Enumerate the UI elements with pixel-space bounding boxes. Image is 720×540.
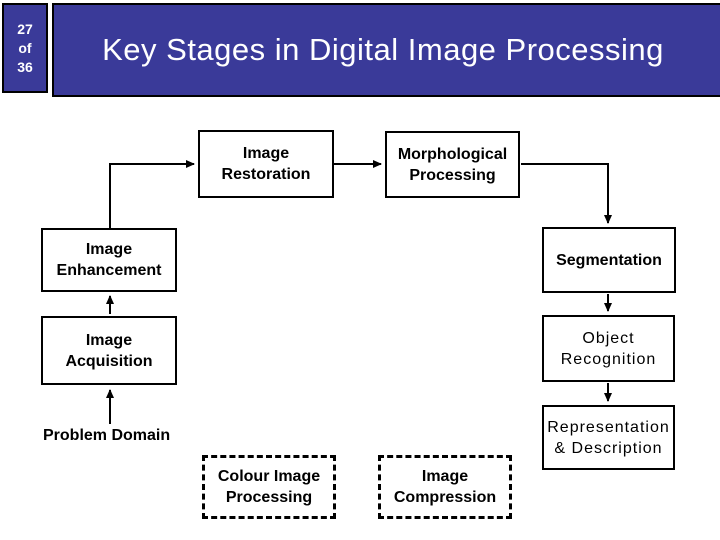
node-morphological-processing: Morphological Processing [385, 131, 520, 198]
connector-morphological-processing-to-segmentation [521, 163, 612, 224]
label-problem-domain: Problem Domain [43, 427, 171, 444]
node-image-enhancement: Image Enhancement [41, 228, 177, 292]
node-image-compression: Image Compression [378, 455, 512, 519]
page-indicator-text: 27 of 36 [17, 20, 33, 75]
node-image-acquisition: Image Acquisition [41, 316, 177, 385]
node-object-recognition: Object Recognition [542, 315, 675, 382]
page-indicator: 27 of 36 [2, 3, 48, 93]
title-bar: Key Stages in Digital Image Processing [52, 3, 720, 97]
connector-image-enhancement-to-image-restoration [109, 160, 195, 228]
node-representation-description: Representation & Description [542, 405, 675, 470]
node-colour-image-processing: Colour Image Processing [202, 455, 336, 519]
node-segmentation: Segmentation [542, 227, 676, 293]
slide-title: Key Stages in Digital Image Processing [102, 32, 664, 67]
node-image-restoration: Image Restoration [198, 130, 334, 198]
